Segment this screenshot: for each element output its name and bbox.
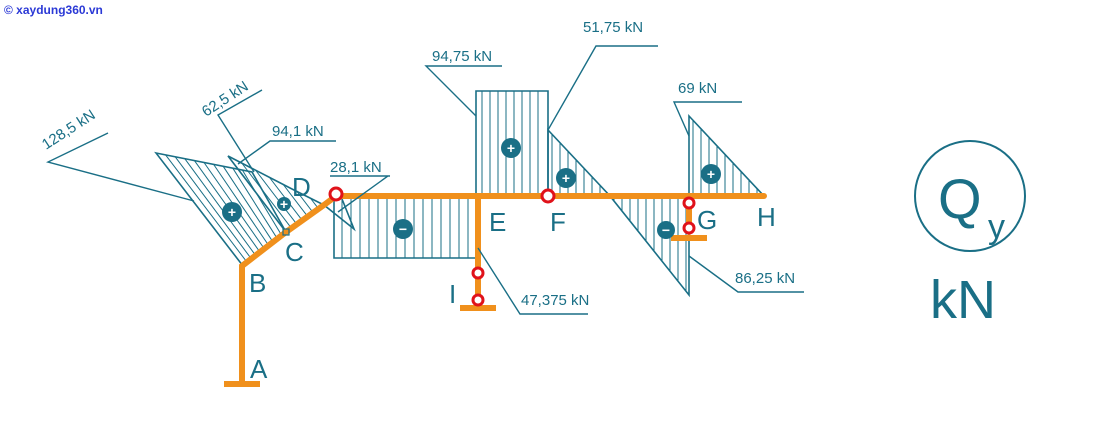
leader-lines <box>45 45 804 315</box>
value-51-75: 51,75 kN <box>583 19 643 36</box>
value-62-5: 62,5 kN <box>199 78 252 120</box>
hinge-i-top <box>471 266 485 280</box>
sign-5: + <box>562 170 570 186</box>
node-a: A <box>250 354 268 384</box>
value-47-375: 47,375 kN <box>521 292 589 309</box>
hatch-line <box>184 158 257 257</box>
hatch-line <box>241 162 292 229</box>
joint-c <box>282 228 290 236</box>
sign-1: + <box>228 204 236 220</box>
hatch-line <box>232 167 278 240</box>
support-a <box>224 381 260 387</box>
hatch-line <box>165 154 248 263</box>
hatch-line <box>241 169 283 236</box>
value-86-25: 86,25 kN <box>735 270 795 287</box>
sign-7: + <box>707 166 715 182</box>
sign-2: + <box>280 196 288 212</box>
sign-markers: + + − + + − + <box>222 138 721 239</box>
support-g <box>671 235 707 241</box>
hatch-line <box>222 166 274 243</box>
hinge-i-bottom <box>471 293 485 307</box>
hatch-line <box>174 156 253 260</box>
value-69: 69 kN <box>678 80 717 97</box>
symbol-subscript: y <box>988 208 1005 246</box>
symbol-circle <box>914 140 1026 252</box>
node-g: G <box>697 205 717 235</box>
hinge-g-top <box>682 196 696 210</box>
hatch-line <box>296 190 314 214</box>
node-c: C <box>285 237 304 267</box>
diagram-region-fg <box>608 195 690 298</box>
hinge-f <box>540 188 556 204</box>
sign-3: − <box>399 221 407 237</box>
support-i <box>460 305 496 311</box>
node-h: H <box>757 202 776 232</box>
symbol-q: Q <box>938 167 982 230</box>
hinge-g-bottom <box>682 221 696 235</box>
watermark: © xaydung360.vn <box>4 3 103 17</box>
unit-label: kN <box>930 270 996 330</box>
value-128-5: 128,5 kN <box>39 106 99 153</box>
diagram-region-f <box>547 127 612 197</box>
hatch-line <box>255 169 298 225</box>
node-d: D <box>292 172 311 202</box>
sign-6: − <box>662 222 670 238</box>
value-94-1: 94,1 kN <box>272 123 324 140</box>
node-f: F <box>550 207 566 237</box>
hinge-d <box>328 186 344 202</box>
hatch-line <box>282 183 309 217</box>
node-e: E <box>489 207 506 237</box>
value-28-1: 28,1 kN <box>330 159 382 176</box>
sign-4: + <box>507 140 515 156</box>
hatch-line <box>213 164 270 246</box>
diagram-region-gh <box>688 113 766 197</box>
node-b: B <box>249 268 266 298</box>
node-i: I <box>449 279 456 309</box>
value-94-75: 94,75 kN <box>432 48 492 65</box>
diagram-symbol: Q y kN <box>914 140 1026 330</box>
